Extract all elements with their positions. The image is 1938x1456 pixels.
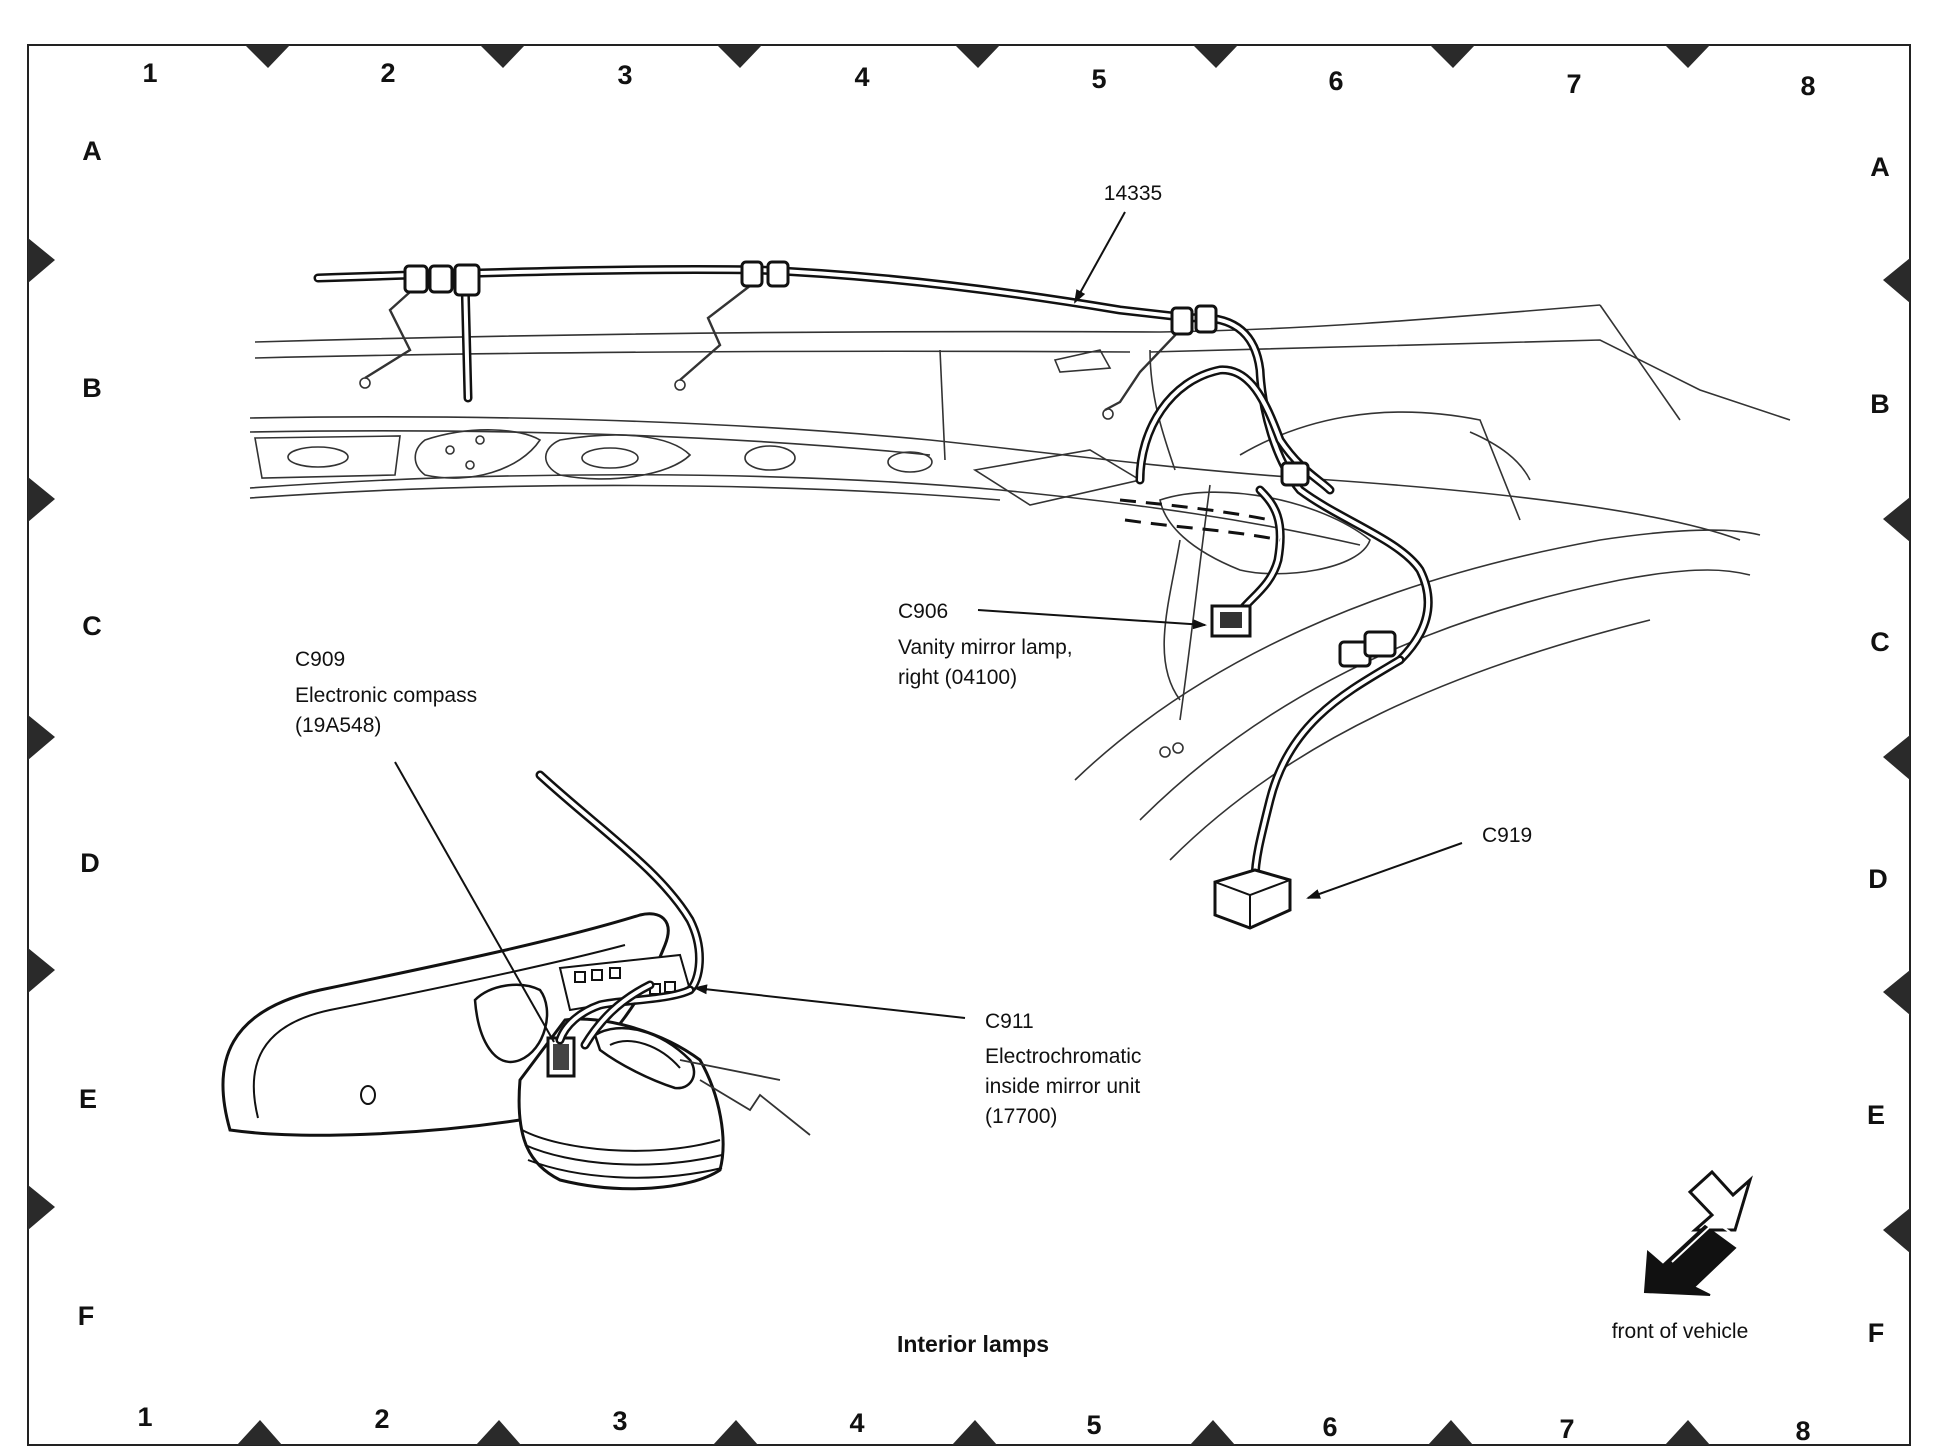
col-label-top: 3 xyxy=(617,60,632,90)
row-label-left: D xyxy=(80,848,100,878)
bottom-column-labels: 1 2 3 4 5 6 7 8 xyxy=(137,1402,1810,1446)
row-label-left: A xyxy=(82,136,102,166)
row-label-left: C xyxy=(82,611,102,641)
callout-c919: C919 xyxy=(1482,824,1532,847)
col-label-top: 6 xyxy=(1328,66,1343,96)
col-label-top: 4 xyxy=(854,62,869,92)
c911-desc-line3: (17700) xyxy=(985,1105,1057,1128)
drawing-frame xyxy=(27,44,1911,1446)
c919-id: C919 xyxy=(1482,824,1532,847)
right-zone-markers xyxy=(1883,258,1910,1253)
col-label-top: 1 xyxy=(142,58,157,88)
c909-desc-line1: Electronic compass xyxy=(295,684,477,707)
right-row-labels: A B C D E F xyxy=(1867,152,1890,1348)
row-label-left: F xyxy=(78,1301,95,1331)
c909-desc-line2: (19A548) xyxy=(295,714,381,737)
roof-panel-cutouts xyxy=(254,429,1184,758)
c911-id: C911 xyxy=(985,1010,1034,1033)
c906-id: C906 xyxy=(898,600,948,623)
mirror-harness xyxy=(535,770,704,1050)
roof-body-outline xyxy=(249,304,1791,861)
callout-14335: 14335 xyxy=(1104,182,1162,205)
top-zone-markers xyxy=(245,45,1710,68)
bottom-zone-markers xyxy=(237,1420,1710,1445)
connector-c906 xyxy=(1210,604,1252,638)
col-label-bottom: 8 xyxy=(1795,1416,1810,1446)
callout-c909: C909 Electronic compass (19A548) xyxy=(295,648,477,737)
row-label-right: C xyxy=(1870,627,1890,657)
col-label-top: 7 xyxy=(1566,69,1581,99)
top-column-labels: 1 2 3 4 5 6 7 8 xyxy=(142,58,1815,101)
left-row-labels: A B C D E F xyxy=(78,136,102,1331)
c911-desc-line1: Electrochromatic xyxy=(985,1045,1141,1068)
row-label-right: D xyxy=(1868,864,1888,894)
col-label-bottom: 5 xyxy=(1086,1410,1101,1440)
front-of-vehicle-label: front of vehicle xyxy=(1612,1320,1749,1343)
callout-c906: C906 Vanity mirror lamp, right (04100) xyxy=(898,600,1073,689)
col-label-top: 5 xyxy=(1091,64,1106,94)
col-label-top: 2 xyxy=(380,58,395,88)
row-label-right: A xyxy=(1870,152,1890,182)
diagram-caption: Interior lamps xyxy=(897,1331,1049,1357)
harness-clips xyxy=(359,281,1181,420)
row-label-right: E xyxy=(1867,1100,1885,1130)
c909-id: C909 xyxy=(295,648,345,671)
row-label-right: F xyxy=(1868,1318,1885,1348)
connector-c919 xyxy=(1213,868,1292,930)
c911-desc-line2: inside mirror unit xyxy=(985,1075,1140,1098)
col-label-bottom: 3 xyxy=(612,1406,627,1436)
electrochromatic-mirror xyxy=(221,912,811,1191)
row-label-left: E xyxy=(79,1084,97,1114)
callout-leaders xyxy=(394,211,1463,1043)
c906-desc-line2: right (04100) xyxy=(898,666,1017,689)
col-label-bottom: 1 xyxy=(137,1402,152,1432)
row-label-right: B xyxy=(1870,389,1890,419)
left-zone-markers xyxy=(28,238,55,1230)
col-label-bottom: 7 xyxy=(1559,1414,1574,1444)
harness-label: 14335 xyxy=(1104,182,1162,205)
c906-desc-line1: Vanity mirror lamp, xyxy=(898,636,1073,659)
callout-c911: C911 Electrochromatic inside mirror unit… xyxy=(985,1010,1141,1128)
col-label-top: 8 xyxy=(1800,71,1815,101)
col-label-bottom: 4 xyxy=(849,1408,864,1438)
col-label-bottom: 6 xyxy=(1322,1412,1337,1442)
overhead-harness-14335 xyxy=(313,260,1433,885)
front-of-vehicle-indicator: front of vehicle xyxy=(1612,1169,1753,1343)
col-label-bottom: 2 xyxy=(374,1404,389,1434)
row-label-left: B xyxy=(82,373,102,403)
